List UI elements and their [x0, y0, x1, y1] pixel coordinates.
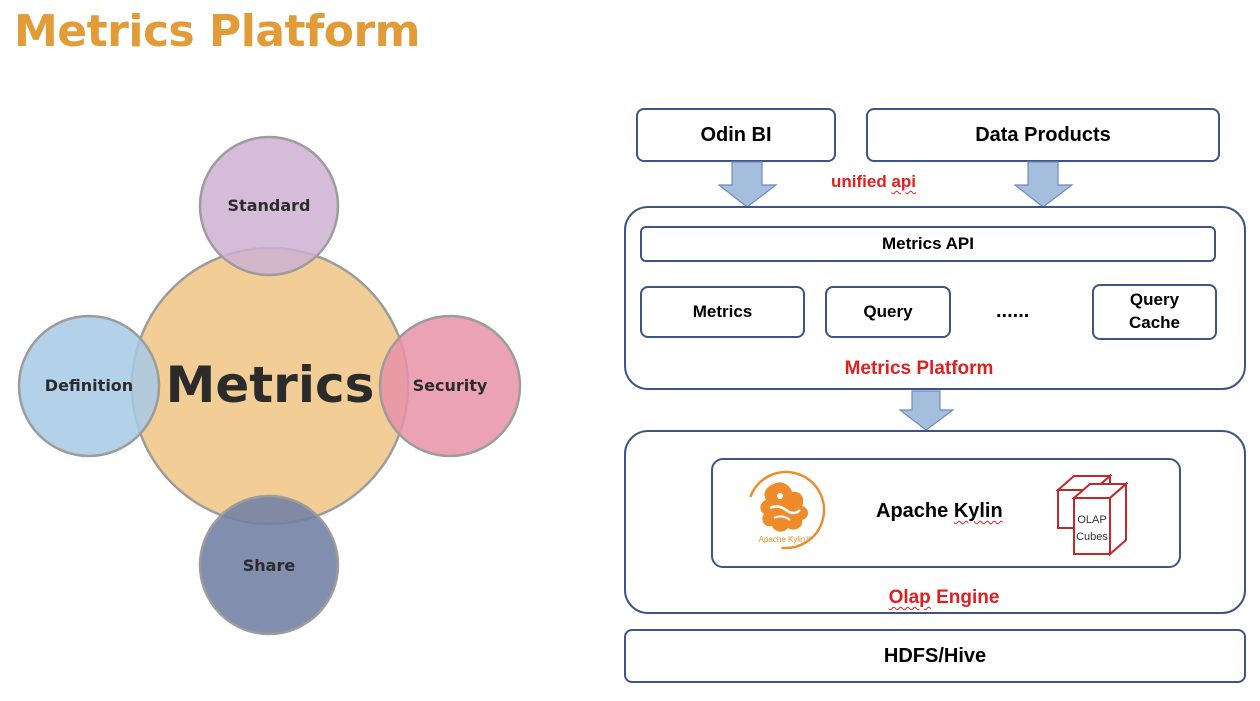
unified-api-label: unified api: [831, 172, 917, 191]
share-circle: [198, 494, 340, 636]
hdfs-hive-box: HDFS/Hive: [624, 629, 1246, 683]
apache-kylin-label: Apache Kylin: [876, 500, 1003, 522]
unified-api-word: api: [891, 172, 917, 191]
down-arrow-engine: [899, 390, 955, 431]
module-query-box: Query: [825, 286, 951, 338]
security-circle: [378, 314, 522, 458]
cubes-label: Cubes: [1076, 531, 1108, 543]
data-products-box: Data Products: [866, 108, 1220, 162]
down-arrow-odin: [718, 161, 778, 208]
metrics-api-box: Metrics API: [640, 226, 1216, 262]
module-metrics-box: Metrics: [640, 286, 805, 338]
definition-label: Definition: [45, 376, 133, 395]
metrics-platform-label: Metrics Platform: [844, 358, 994, 379]
olap-engine-container: [624, 430, 1246, 614]
metrics-label: Metrics: [166, 356, 375, 414]
data-products-label: Data Products: [975, 123, 1111, 146]
module-query-cache-label: Query Cache: [1128, 290, 1181, 332]
metrics-api-label: Metrics API: [882, 234, 974, 253]
olap-engine-label: Olap Engine: [888, 587, 1000, 608]
page-title: Metrics Platform: [14, 6, 421, 57]
definition-circle: [17, 314, 161, 458]
olap-label: OLAP: [1077, 514, 1106, 526]
module-ellipsis: ......: [996, 300, 1030, 322]
share-label: Share: [243, 556, 296, 575]
down-arrow-data-products: [1014, 161, 1074, 208]
metrics-platform-container: [624, 206, 1246, 390]
module-query-label: Query: [863, 302, 913, 321]
odin-bi-label: Odin BI: [700, 123, 772, 146]
standard-circle: [198, 135, 340, 277]
olap-cubes-icon: OLAP Cubes: [1055, 473, 1129, 557]
metrics-venn-diagram: Metrics Standard Definition Security Sha…: [17, 135, 522, 636]
module-query-cache-box: Query Cache: [1092, 284, 1217, 340]
odin-bi-box: Odin BI: [636, 108, 836, 162]
apache-kylin-logo-text: Apache Kylin™: [759, 535, 814, 544]
standard-label: Standard: [228, 196, 311, 215]
security-label: Security: [413, 376, 488, 395]
module-metrics-label: Metrics: [692, 302, 753, 321]
hdfs-hive-label: HDFS/Hive: [883, 644, 987, 667]
apache-kylin-logo-icon: Apache Kylin™: [746, 470, 826, 550]
